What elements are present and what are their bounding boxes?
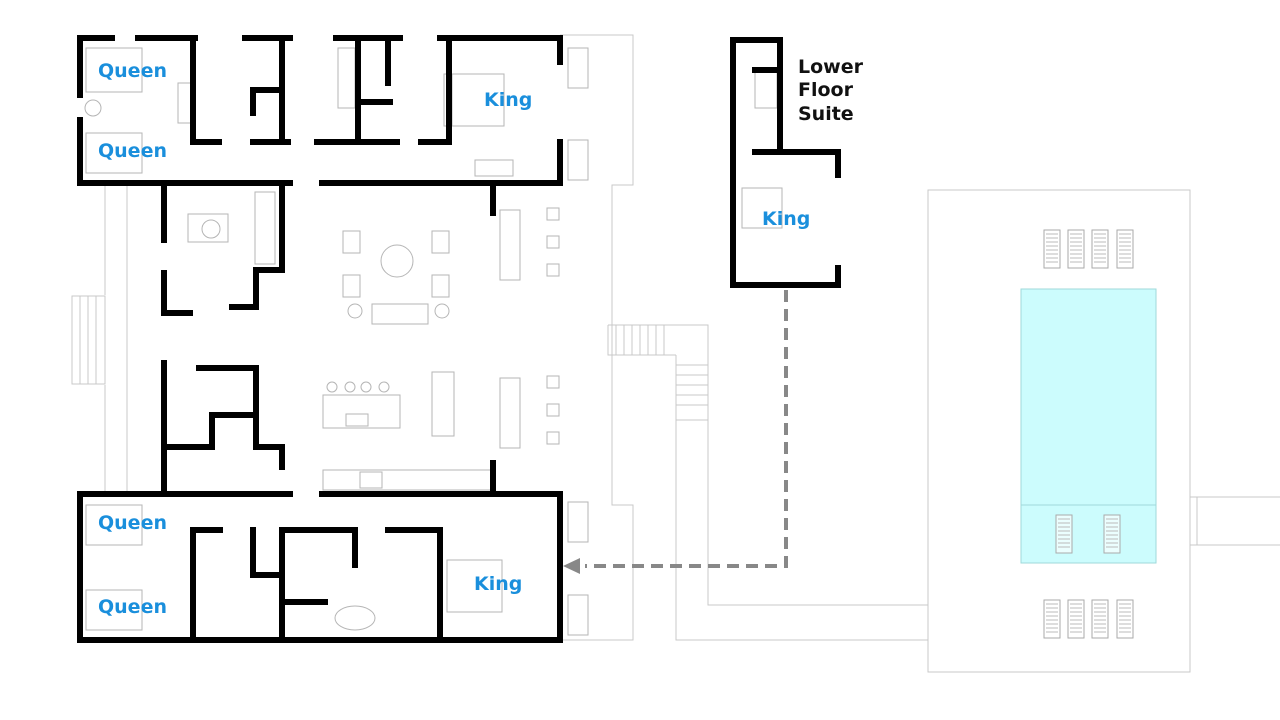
svg-text:Suite: Suite [798, 103, 854, 125]
lower-floor-suite-title: Lower Floor Suite [798, 56, 864, 125]
svg-text:Floor: Floor [798, 79, 854, 101]
room-label-king: King [484, 89, 532, 111]
room-label-queen: Queen [98, 140, 167, 162]
pool-deck [927, 189, 1191, 673]
room-label-king: King [762, 208, 810, 230]
room-labels: Queen Queen King Queen Queen King King [98, 60, 810, 618]
room-label-queen: Queen [98, 60, 167, 82]
route-to-lower-suite [563, 290, 788, 574]
loungers [1043, 229, 1134, 639]
room-label-king: King [474, 573, 522, 595]
walls [77, 35, 841, 643]
furniture [84, 47, 783, 636]
room-label-queen: Queen [98, 512, 167, 534]
pool [1020, 288, 1157, 564]
site-outlines [71, 34, 1280, 673]
room-label-queen: Queen [98, 596, 167, 618]
svg-text:Lower: Lower [798, 56, 864, 78]
arrow-left-icon [563, 558, 580, 574]
